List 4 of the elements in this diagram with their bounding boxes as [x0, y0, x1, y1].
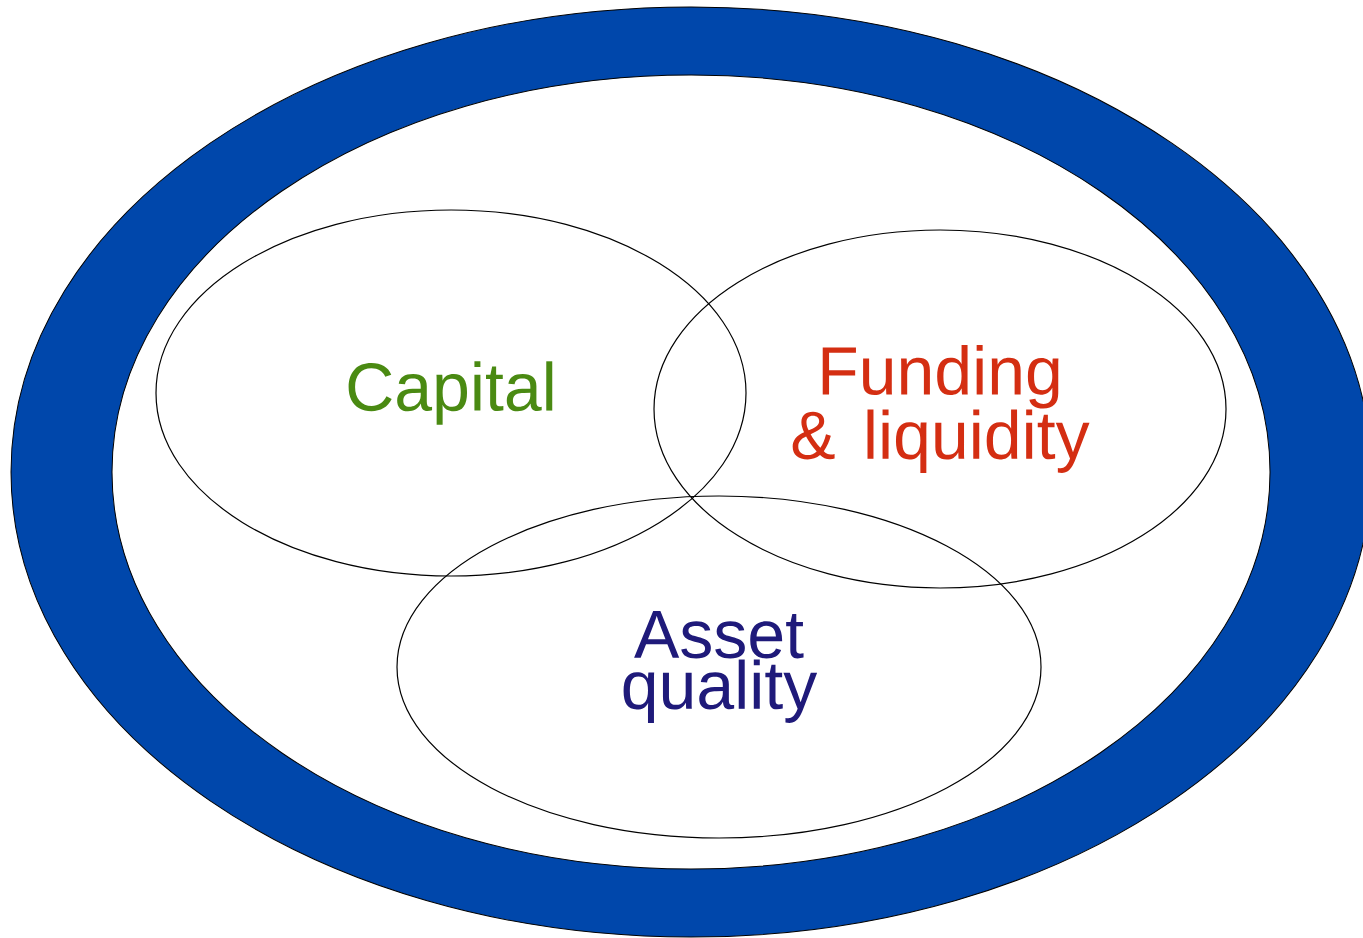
circle-label: Funding & liquidity [653, 229, 1227, 589]
circle-label: Asset quality [396, 495, 1042, 839]
ring [10, 6, 1363, 938]
circle-label: Capital [155, 209, 747, 577]
